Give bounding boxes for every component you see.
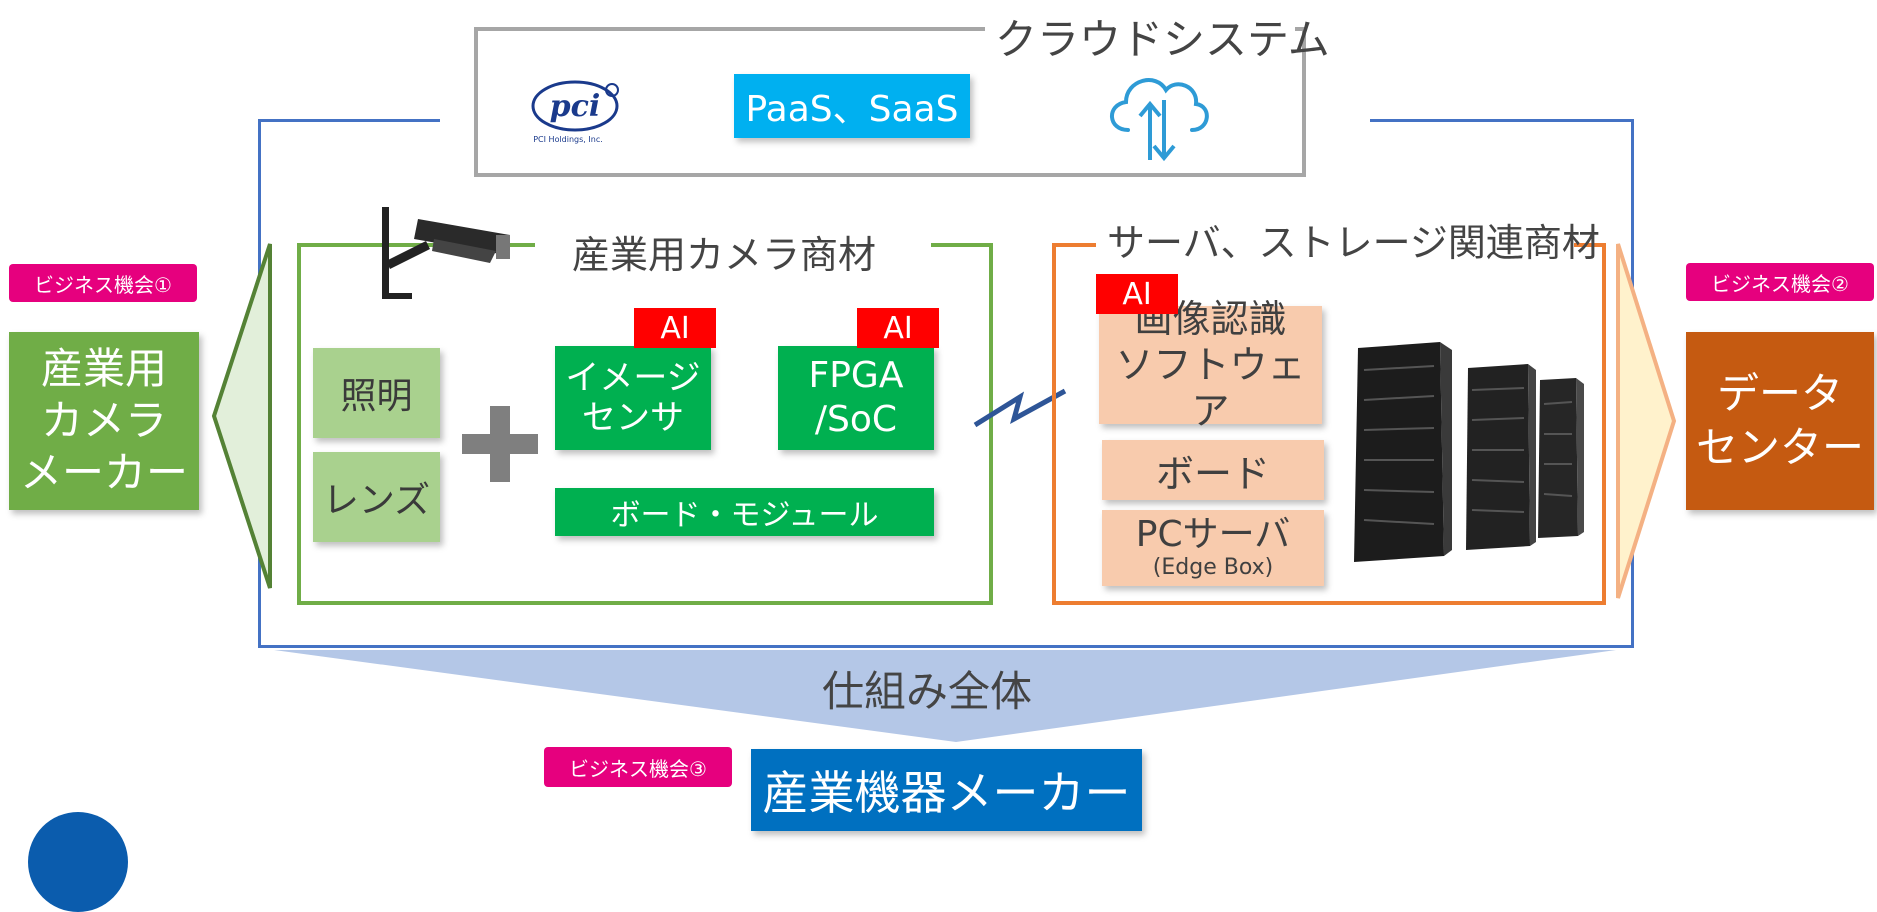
board-module-box: ボード・モジュール	[555, 488, 934, 536]
connection-link-icon	[970, 385, 1070, 435]
corner-circle-icon	[28, 812, 128, 912]
image-recognition-line2: ソフトウェア	[1115, 343, 1306, 433]
paas-saas-box: PaaS、SaaS	[734, 74, 970, 138]
paas-saas-label: PaaS、SaaS	[745, 89, 959, 130]
camera-maker-line1: 産業用	[40, 344, 167, 393]
lighting-label: 照明	[340, 376, 413, 417]
lens-label: レンズ	[322, 480, 431, 521]
image-recognition-box: 画像認識 ソフトウェア	[1099, 297, 1322, 433]
board-label: ボード	[1155, 451, 1270, 496]
board-box: ボード	[1102, 440, 1324, 500]
fpga-line2: /SoC	[814, 399, 898, 440]
pci-logo: pci PCI Holdings, Inc.	[520, 76, 630, 146]
server-rack-image	[1340, 340, 1590, 570]
board-module-label: ボード・モジュール	[610, 498, 879, 533]
data-center-box: データ センター	[1686, 332, 1874, 510]
data-center-line2: センター	[1695, 423, 1864, 472]
equipment-maker-box: 産業機器メーカー	[751, 749, 1142, 831]
camera-maker-box: 産業用 カメラ メーカー	[9, 332, 199, 510]
edge-box-label: (Edge Box)	[1152, 555, 1274, 580]
image-sensor-line1: イメージ	[565, 358, 701, 398]
cloud-system-title: クラウドシステム	[995, 15, 1330, 64]
pci-logo-text: pci	[550, 89, 601, 124]
fpga-soc-box: FPGA /SoC	[778, 346, 934, 450]
lighting-box: 照明	[313, 348, 440, 438]
camera-maker-line2: カメラ	[40, 396, 167, 445]
data-center-line1: データ	[1716, 369, 1843, 418]
plus-icon	[462, 406, 538, 482]
ai-badge-fpga: AI	[857, 308, 939, 348]
cloud-sync-icon	[1098, 60, 1218, 170]
pci-logo-subtext: PCI Holdings, Inc.	[533, 135, 603, 144]
security-camera-icon	[378, 205, 523, 305]
image-sensor-line2: センサ	[582, 398, 684, 438]
ai-badge-image-recognition: AI	[1096, 274, 1178, 314]
image-sensor-box: イメージ センサ	[555, 346, 711, 450]
server-products-title: サーバ、ストレージ関連商材	[1107, 221, 1600, 265]
business-opportunity-2-badge: ビジネス機会②	[1686, 263, 1874, 301]
overall-system-label: 仕組み全体	[822, 667, 1033, 716]
business-opportunity-1-badge: ビジネス機会①	[9, 264, 197, 302]
right-arrow-to-data-center	[1614, 240, 1678, 602]
equipment-maker-label: 産業機器メーカー	[762, 766, 1131, 820]
overall-system-arrow	[270, 648, 1620, 744]
business-opportunity-3-badge: ビジネス機会③	[544, 747, 732, 787]
pc-server-box: PCサーバ (Edge Box)	[1102, 510, 1324, 586]
camera-products-title: 産業用カメラ商材	[572, 233, 877, 277]
pc-server-label: PCサーバ	[1135, 514, 1291, 555]
fpga-line1: FPGA	[808, 355, 904, 396]
left-arrow-to-camera-maker	[210, 240, 274, 592]
lens-box: レンズ	[313, 452, 440, 542]
ai-badge-image-sensor: AI	[634, 308, 716, 348]
camera-maker-line3: メーカー	[19, 448, 188, 497]
